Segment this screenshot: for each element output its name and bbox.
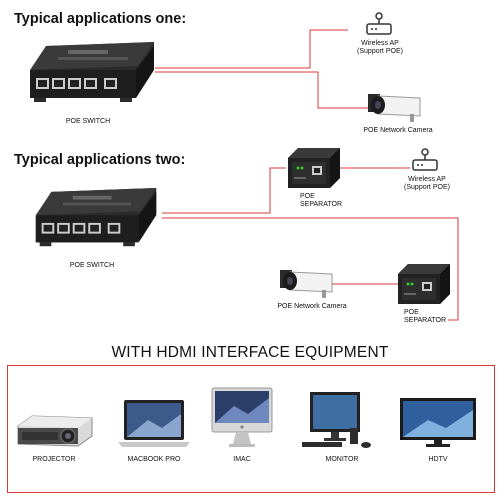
line-switch-to-camera-1 [155,71,368,109]
poe-camera-icon-1 [368,94,421,122]
camera-label-2: POE Network Camera [277,303,347,310]
wireless-ap-icon-1 [366,12,392,35]
device-label-projector: PROJECTOR [32,456,76,463]
hdmi-devices-box [7,365,495,493]
device-label-imac: IMAC [233,456,251,463]
wireless-ap-icon-2 [412,148,438,171]
line-switch-to-ap-1 [155,29,348,69]
separator-label-top-line1: POE [300,193,315,200]
ap-label-1: Wireless AP (Support POE) [348,40,412,56]
section-one-title: Typical applications one: [14,11,187,27]
hdtv-icon [400,398,476,447]
separator-label-bottom-line1: POE [404,309,419,316]
poe-switch-1 [30,42,154,102]
device-label-monitor: MONITOR [325,456,359,463]
hdmi-title: WITH HDMI INTERFACE EQUIPMENT [111,344,389,361]
projector-icon [17,415,93,447]
ap-label-2-line2: (Support POE) [404,184,450,191]
ap-label-1-line2: (Support POE) [357,48,403,55]
poe-separator-icon-bottom [398,264,450,304]
line-switch-to-separator-top [162,167,286,214]
device-label-hdtv: HDTV [428,456,448,463]
poe-switch-2 [35,187,157,247]
separator-label-bottom-line2: SEPARATOR [404,317,447,324]
ap-label-2-line1: Wireless AP [408,176,446,183]
separator-label-top-line2: SEPARATOR [300,201,343,208]
camera-label-1: POE Network Camera [363,127,433,134]
poe-camera-icon-2 [280,270,333,298]
switch-label-1: POE SWITCH [65,118,111,125]
ap-label-2: Wireless AP (Support POE) [394,176,460,192]
ap-label-1-line1: Wireless AP [361,40,399,47]
imac-icon [211,387,273,447]
section-two-title: Typical applications two: [14,152,186,168]
separator-label-top: POE SEPARATOR [300,193,360,209]
monitor-icon [302,392,371,448]
separator-label-bottom: POE SEPARATOR [404,309,464,325]
switch-label-2: POE SWITCH [69,262,115,269]
device-label-macbook-pro: MACBOOK PRO [127,456,181,463]
line-switch-to-separator-bottom [162,217,459,321]
poe-separator-icon-top [288,148,340,188]
macbook-pro-icon [118,400,190,447]
